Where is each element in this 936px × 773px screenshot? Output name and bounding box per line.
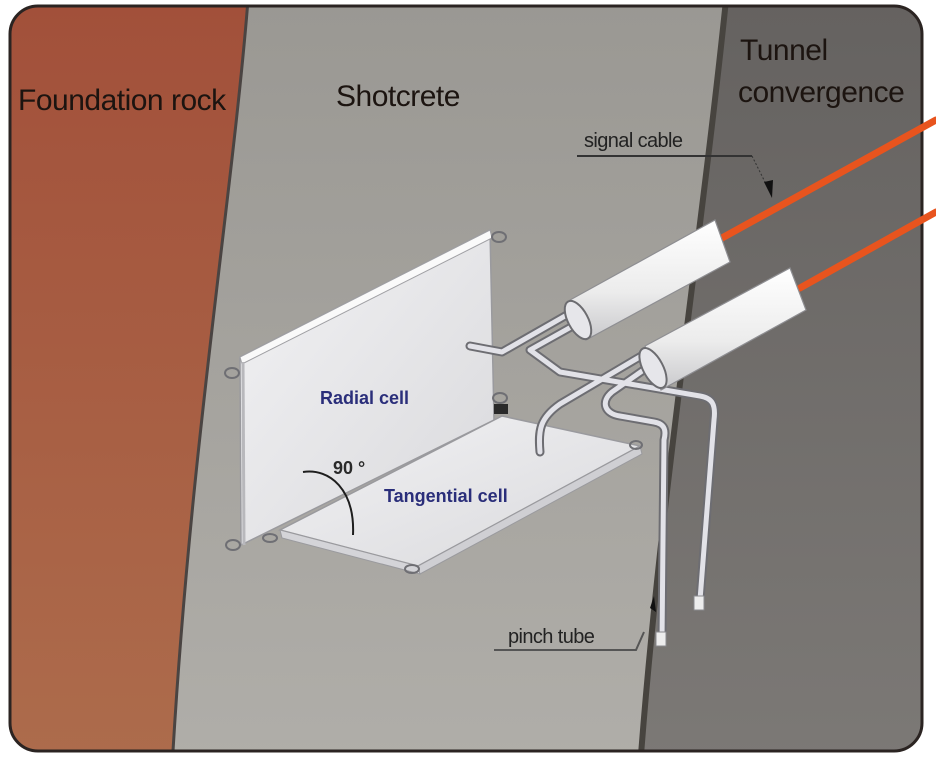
- rock-shotcrete-boundary: [170, 6, 250, 751]
- transducer-2: [638, 267, 807, 391]
- radial-cell-connector: [494, 404, 508, 414]
- signal-cables: [718, 116, 936, 292]
- pinch-tube-end-cap: [655, 631, 667, 647]
- tangential-cell-label: Tangential cell: [384, 486, 508, 506]
- tunnel-convergence-label-line2: convergence: [738, 76, 904, 109]
- transducer-1: [563, 219, 731, 341]
- foundation-rock-label: Foundation rock: [18, 84, 227, 117]
- pinch-tube-callout: [494, 596, 656, 651]
- angle-label: 90 °: [333, 458, 365, 478]
- pinch-tube-1: [467, 309, 575, 355]
- signal-cable-label: signal cable: [584, 130, 683, 152]
- tunnel-convergence-layer: [640, 6, 922, 751]
- pinch-tube-4: [602, 359, 668, 643]
- radial-cell-label: Radial cell: [320, 388, 409, 408]
- pinch-tube-end-cap: [693, 595, 705, 611]
- tangential-cell-lugs: [262, 440, 643, 574]
- pinch-tube-3: [536, 349, 651, 455]
- signal-cable-callout: [577, 155, 773, 198]
- radial-cell: [224, 228, 508, 551]
- radial-cell-lugs: [224, 231, 508, 551]
- tunnel-convergence-label-line1: Tunnel: [740, 34, 828, 67]
- pinch-tube-label: pinch tube: [508, 626, 595, 648]
- signal-cable-2: [796, 208, 936, 292]
- pinch-tube-2: [527, 319, 717, 603]
- diagram-frame: [8, 4, 924, 753]
- signal-cable-1: [718, 116, 936, 242]
- pinch-tubes: [465, 307, 719, 647]
- shotcrete-label: Shotcrete: [336, 80, 460, 113]
- right-angle-arc: [302, 470, 355, 536]
- tangential-cell: [262, 415, 643, 575]
